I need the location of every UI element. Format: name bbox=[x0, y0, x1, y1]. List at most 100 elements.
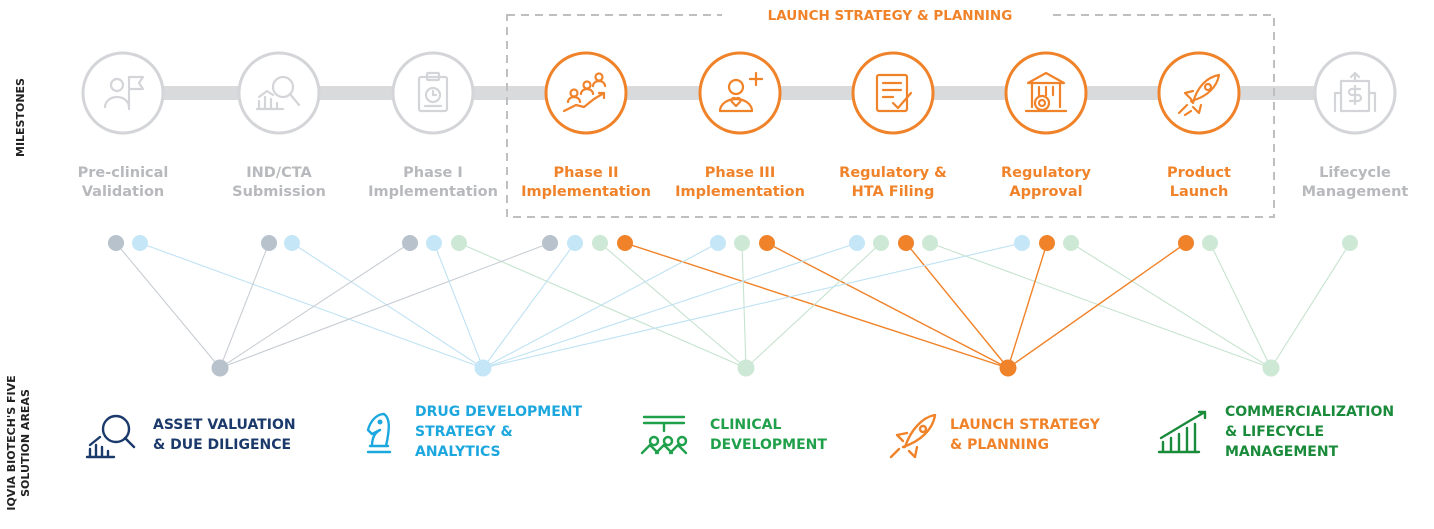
link-line-commercial bbox=[929, 242, 1272, 369]
link-line-launch bbox=[905, 242, 1009, 369]
link-line-clinical bbox=[745, 242, 882, 369]
milestone-dot-clinical bbox=[873, 235, 889, 251]
link-line-drugdev bbox=[433, 242, 484, 369]
milestone-connector bbox=[778, 86, 855, 100]
milestone-dot-launch bbox=[759, 235, 775, 251]
link-line-clinical bbox=[599, 242, 747, 369]
solution-hub-launch bbox=[999, 359, 1017, 377]
building-dollar-icon bbox=[1333, 71, 1377, 113]
milestone-dot-launch bbox=[898, 235, 914, 251]
person-heart-plus-icon bbox=[718, 71, 764, 113]
milestone-dot-asset bbox=[542, 235, 558, 251]
milestone-dot-drugdev bbox=[132, 235, 148, 251]
milestone-dot-clinical bbox=[592, 235, 608, 251]
link-line-launch bbox=[624, 242, 1009, 369]
clipboard-clock-icon bbox=[417, 71, 449, 113]
link-line-commercial bbox=[1270, 242, 1351, 369]
milestone-connectors bbox=[161, 86, 1317, 100]
link-line-asset bbox=[115, 242, 221, 369]
link-line-drugdev bbox=[482, 242, 719, 369]
solution-area-launch: LAUNCH STRATEGY& PLANNING bbox=[889, 413, 1101, 459]
launch-group-title-bg bbox=[722, 4, 1052, 26]
link-line-clinical bbox=[741, 242, 747, 369]
link-line-asset bbox=[219, 242, 270, 369]
milestone-circle bbox=[1157, 51, 1241, 135]
link-lines bbox=[115, 242, 1351, 369]
link-line-drugdev bbox=[139, 242, 484, 369]
milestone-connector bbox=[1237, 86, 1317, 100]
link-line-drugdev bbox=[482, 242, 1023, 369]
milestone-connector bbox=[471, 86, 548, 100]
link-line-commercial bbox=[1209, 242, 1272, 369]
milestone-dot-commercial bbox=[1342, 235, 1358, 251]
milestone-dot-clinical bbox=[734, 235, 750, 251]
magnifier-bars-icon bbox=[85, 414, 136, 459]
milestone-dot-drugdev bbox=[426, 235, 442, 251]
milestone-dots bbox=[108, 235, 1358, 251]
rocket-outline-icon bbox=[889, 413, 937, 459]
link-line-drugdev bbox=[291, 242, 484, 369]
solution-hub-asset bbox=[211, 359, 229, 377]
milestone-circle bbox=[851, 51, 935, 135]
milestone-dot-launch bbox=[1178, 235, 1194, 251]
solution-areas-row: ASSET VALUATION& DUE DILIGENCE DRUG DEVEL… bbox=[85, 404, 1394, 460]
milestone-dot-launch bbox=[617, 235, 633, 251]
people-growth-icon bbox=[562, 72, 607, 113]
team-screen-icon bbox=[640, 415, 688, 455]
person-flag-icon bbox=[103, 75, 145, 111]
link-line-asset bbox=[219, 242, 551, 369]
milestone-dot-launch bbox=[1039, 235, 1055, 251]
link-line-launch bbox=[766, 242, 1009, 369]
milestone-dot-asset bbox=[108, 235, 124, 251]
chess-knight-icon bbox=[366, 412, 392, 454]
milestone-connector bbox=[317, 86, 395, 100]
milestone-dot-commercial bbox=[922, 235, 938, 251]
milestone-connector bbox=[624, 86, 702, 100]
solution-area-label: LAUNCH STRATEGY& PLANNING bbox=[950, 417, 1101, 453]
link-line-drugdev bbox=[482, 242, 858, 369]
milestone-dot-drugdev bbox=[567, 235, 583, 251]
link-line-asset bbox=[219, 242, 411, 369]
milestone-connector bbox=[161, 86, 241, 100]
solution-hub-drugdev bbox=[474, 359, 492, 377]
milestone-dot-asset bbox=[261, 235, 277, 251]
milestone-5: Regulatory &HTA Filing bbox=[839, 51, 947, 200]
link-line-launch bbox=[1007, 242, 1187, 369]
milestone-dot-commercial bbox=[1063, 235, 1079, 251]
solution-area-label: ASSET VALUATION& DUE DILIGENCE bbox=[153, 417, 296, 453]
milestone-dot-clinical bbox=[451, 235, 467, 251]
link-line-launch bbox=[1007, 242, 1048, 369]
magnifier-chart-icon bbox=[255, 75, 301, 111]
milestone-dot-asset bbox=[402, 235, 418, 251]
solution-area-asset: ASSET VALUATION& DUE DILIGENCE bbox=[85, 414, 296, 459]
milestone-circle bbox=[544, 51, 628, 135]
milestone-connector bbox=[1084, 86, 1161, 100]
link-line-commercial bbox=[1070, 242, 1272, 369]
solution-hubs bbox=[211, 359, 1280, 377]
link-line-drugdev bbox=[482, 242, 576, 369]
milestone-dot-drugdev bbox=[1014, 235, 1030, 251]
link-line-clinical bbox=[458, 242, 747, 369]
milestone-dot-drugdev bbox=[284, 235, 300, 251]
courthouse-badge-icon bbox=[1024, 71, 1068, 113]
rocket-icon bbox=[1177, 73, 1221, 117]
solution-hub-clinical bbox=[737, 359, 755, 377]
